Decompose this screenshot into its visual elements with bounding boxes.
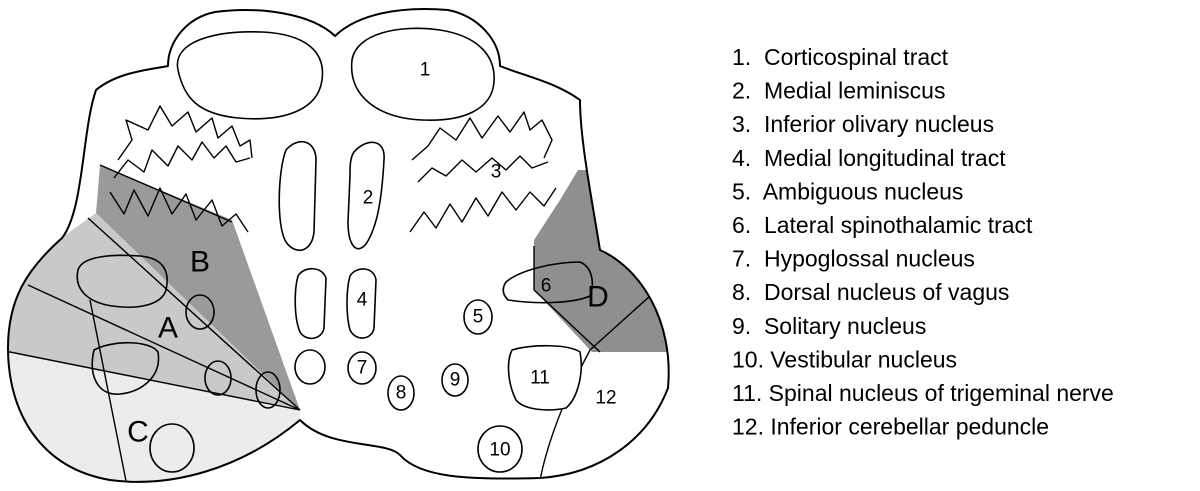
left-solitary-nucleus (204, 360, 232, 396)
hypoglossal-nucleus (347, 351, 377, 385)
region-label-b: B (190, 246, 210, 279)
right-pyramid (350, 27, 495, 121)
zone-a-area (8, 213, 300, 410)
legend-item: 2. Medial leminiscus (732, 78, 945, 104)
zone-d-lower-boundary (533, 289, 601, 353)
left-medial-lemniscus (278, 140, 317, 252)
region-label-a: A (158, 312, 178, 345)
left-pyramid (176, 31, 324, 120)
legend-item: 10. Vestibular nucleus (732, 346, 957, 372)
label-12: 12 (595, 388, 616, 409)
trigeminal-nucleus (507, 344, 582, 411)
left-mlf (294, 267, 327, 340)
zone-a-b-boundary (87, 217, 301, 411)
zone-b-outer-boundary (99, 164, 233, 223)
legend-item: 3. Inferior olivary nucleus (732, 111, 994, 137)
zone-c-area (8, 350, 300, 482)
left-ambiguous-nucleus (185, 294, 215, 330)
label-9: 9 (450, 370, 461, 391)
ambiguous-nucleus (463, 299, 493, 335)
zone-c-inner-line (27, 284, 301, 411)
vestibular-nucleus (477, 425, 523, 473)
legend-item: 4. Medial longitudinal tract (732, 145, 1006, 171)
left-vestibular-nucleus (149, 423, 195, 473)
legend-item: 7. Hypoglossal nucleus (732, 246, 975, 272)
region-label-d: D (587, 281, 609, 314)
zone-c-vertical-line (89, 299, 129, 482)
lateral-spinothalamic-tract (502, 261, 594, 304)
right-medial-lemniscus (347, 141, 385, 250)
label-8: 8 (396, 383, 407, 404)
left-trigeminal-nucleus (91, 341, 160, 395)
label-7: 7 (357, 358, 368, 379)
left-lateral-nucleus-oval (76, 254, 168, 309)
label-5: 5 (473, 307, 484, 328)
region-label-c: C (127, 416, 149, 449)
legend-item: 11. Spinal nucleus of trigeminal nerve (732, 380, 1114, 406)
label-4: 4 (357, 290, 368, 311)
right-mlf (346, 268, 377, 339)
label-6: 6 (541, 276, 552, 297)
label-1: 1 (420, 60, 431, 81)
label-11: 11 (530, 368, 550, 389)
peduncle-boundary (539, 349, 591, 481)
medulla-outline (7, 8, 670, 483)
left-inferior-olive (109, 105, 253, 233)
left-dorsal-vagus-nucleus (255, 371, 281, 409)
legend-item: 12. Inferior cerebellar peduncle (732, 414, 1049, 440)
legend-item: 1. Corticospinal tract (732, 44, 949, 70)
legend-item: 8. Dorsal nucleus of vagus (732, 279, 1009, 305)
legend-item: 9. Solitary nucleus (732, 313, 926, 339)
left-hypoglossal-nucleus (294, 349, 326, 385)
legend-item: 6. Lateral spinothalamic tract (732, 212, 1033, 238)
legend-item: 5. Ambiguous nucleus (732, 178, 963, 204)
zone-d-area (534, 170, 669, 352)
label-2: 2 (363, 188, 374, 209)
label-10: 10 (489, 440, 510, 461)
dorsal-vagus-nucleus (387, 375, 415, 411)
lesion-zones (8, 164, 669, 482)
label-3: 3 (491, 162, 502, 183)
solitary-nucleus (441, 363, 469, 397)
right-inferior-olive (409, 111, 557, 233)
legend: 1. Corticospinal tract 2. Medial leminisc… (732, 44, 1114, 440)
zone-b-area (96, 165, 300, 410)
